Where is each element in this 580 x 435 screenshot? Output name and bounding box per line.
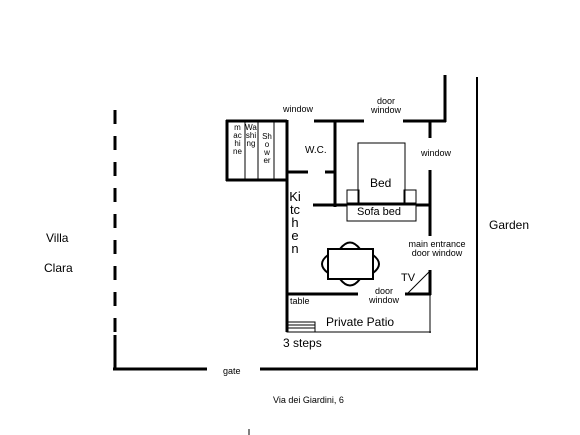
window-label-right: window	[421, 148, 452, 158]
window-label-top: window	[283, 104, 314, 114]
tv-label: TV	[401, 272, 416, 284]
door-window-label-bottom: door window	[368, 286, 399, 306]
sofa-bed-shape	[346, 204, 417, 222]
garden-label: Garden	[489, 218, 530, 232]
kitchen-label: Kitchen	[289, 189, 301, 256]
step-3	[286, 327, 316, 333]
chair-right	[372, 254, 380, 274]
clara-label: Clara	[44, 261, 73, 275]
villa-label: Villa	[46, 231, 69, 245]
chair-top	[339, 241, 361, 250]
chair-bottom	[339, 278, 361, 287]
private-patio-label: Private Patio	[326, 315, 395, 329]
dining-table	[327, 248, 374, 280]
wc-label: W.C.	[305, 145, 327, 156]
main-entrance-label: main entrance door window	[408, 239, 466, 259]
address-label: Via dei Giardini, 6	[273, 395, 344, 405]
shower-label: Shower	[262, 132, 272, 165]
bed-label: Bed	[370, 176, 392, 190]
tv-diagonal	[406, 271, 430, 295]
door-window-label-top: door window	[370, 96, 401, 116]
sofa-bed-label: Sofa bed	[357, 206, 402, 218]
table-label: table	[290, 296, 310, 306]
bed-shape	[357, 142, 406, 204]
bed-headboard-right	[403, 189, 417, 204]
machine-label: machine	[233, 123, 242, 156]
washing-label: Washing	[245, 123, 257, 148]
gate-label: gate	[223, 366, 241, 376]
chair-left	[321, 254, 329, 274]
three-steps-label: 3 steps	[283, 336, 322, 350]
bed-headboard-left	[346, 189, 360, 204]
